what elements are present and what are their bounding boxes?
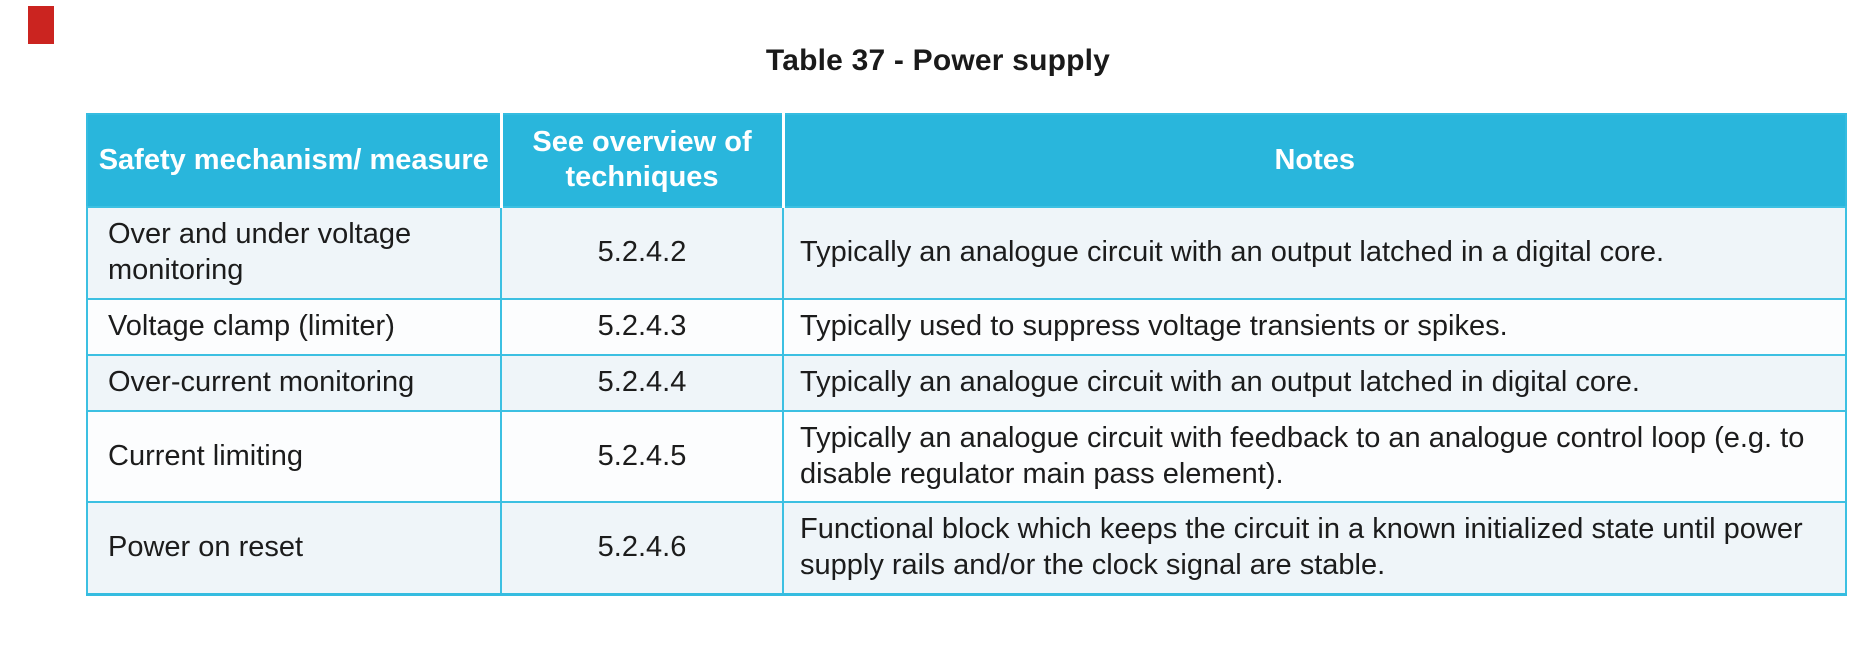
note-cell: Typically an analogue circuit with an ou… (782, 205, 1847, 300)
mechanism-cell: Current limiting (86, 409, 502, 504)
table-row: Voltage clamp (limiter) 5.2.4.3 Typicall… (86, 297, 1847, 356)
technique-ref-cell: 5.2.4.3 (500, 297, 784, 356)
table-title: Table 37 - Power supply (765, 44, 1111, 77)
red-margin-marker (28, 6, 54, 44)
table-row: Over-current monitoring 5.2.4.4 Typicall… (86, 353, 1847, 412)
mechanism-cell: Over-current monitoring (86, 353, 502, 412)
note-cell: Typically an analogue circuit with feedb… (782, 409, 1847, 504)
technique-ref-cell: 5.2.4.2 (500, 205, 784, 300)
column-header-notes: Notes (781, 114, 1846, 207)
column-header-safety-mechanism: Safety mechanism/ measure (87, 114, 501, 207)
column-header-techniques-overview: See overview of techniques (499, 114, 783, 207)
mechanism-cell: Over and under voltage monitoring (86, 205, 502, 300)
note-cell: Functional block which keeps the circuit… (782, 501, 1847, 596)
technique-ref-cell: 5.2.4.6 (500, 501, 784, 596)
table-header-row: Safety mechanism/ measure See overview o… (87, 114, 1846, 207)
table-row: Power on reset 5.2.4.6 Functional block … (86, 501, 1847, 596)
table-row: Over and under voltage monitoring 5.2.4.… (86, 205, 1847, 300)
note-cell: Typically an analogue circuit with an ou… (782, 353, 1847, 412)
mechanism-cell: Power on reset (86, 501, 502, 596)
power-supply-table: Safety mechanism/ measure See overview o… (86, 113, 1847, 597)
mechanism-cell: Voltage clamp (limiter) (86, 297, 502, 356)
technique-ref-cell: 5.2.4.5 (500, 409, 784, 504)
note-cell: Typically used to suppress voltage trans… (782, 297, 1847, 356)
table-row: Current limiting 5.2.4.5 Typically an an… (86, 409, 1847, 504)
technique-ref-cell: 5.2.4.4 (500, 353, 784, 412)
